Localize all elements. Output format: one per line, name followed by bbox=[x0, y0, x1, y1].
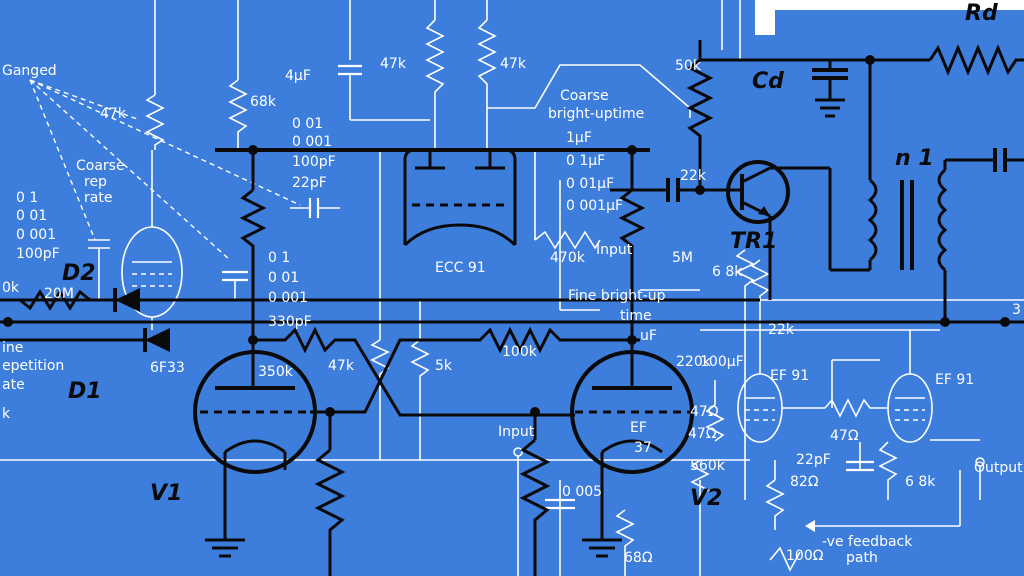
label-cap-0001uf: 0 001μF bbox=[566, 198, 623, 214]
label-r47-a: 47Ω bbox=[690, 404, 719, 420]
label-cap-01uf: 0 1μF bbox=[566, 153, 605, 169]
label-k-left: k bbox=[2, 406, 11, 422]
label-caps-d: 22pF bbox=[292, 175, 327, 191]
label-c22pf: 22pF bbox=[796, 452, 831, 468]
label-ate: ate bbox=[2, 377, 25, 393]
label-tr1: TR1 bbox=[730, 229, 777, 254]
label-epetition: epetition bbox=[2, 358, 64, 374]
label-path: path bbox=[846, 550, 878, 566]
label-r47-b: 47Ω bbox=[688, 426, 717, 442]
label-d1: D1 bbox=[68, 379, 102, 404]
label-input-bottom: Input bbox=[498, 424, 535, 440]
label-r22k-top: 22k bbox=[680, 168, 707, 184]
label-r220k: 220k bbox=[676, 354, 712, 370]
label-cap-1uf: 1μF bbox=[566, 130, 592, 146]
label-d2: D2 bbox=[62, 261, 96, 286]
label-ef37-a: EF bbox=[630, 420, 647, 436]
label-rate: rate bbox=[84, 190, 112, 206]
label-rd: Rd bbox=[965, 1, 998, 26]
label-mid-cap-a: 0 1 bbox=[268, 250, 290, 266]
label-ine: ine bbox=[2, 340, 23, 356]
labels: Ganged 47k Coarse rep rate 0 1 0 01 0 00… bbox=[2, 1, 1023, 566]
label-time: time bbox=[620, 308, 652, 324]
label-r68: 68Ω bbox=[624, 550, 653, 566]
white-corner-panel-b bbox=[755, 0, 775, 35]
label-coarse-bright: Coarse bbox=[560, 88, 609, 104]
label-v2: V2 bbox=[690, 486, 722, 511]
label-r20m: 20M bbox=[44, 286, 74, 302]
label-ecc91: ECC 91 bbox=[435, 260, 486, 276]
label-ganged: Ganged bbox=[2, 63, 57, 79]
label-r5k: 5k bbox=[435, 358, 453, 374]
white-corner-panel bbox=[755, 0, 1024, 10]
label-r100k: 100k bbox=[502, 344, 538, 360]
label-mid-cap-b: 0 01 bbox=[268, 270, 299, 286]
label-cap-001uf: 0 01μF bbox=[566, 176, 614, 192]
label-r350k: 350k bbox=[258, 364, 294, 380]
label-caps-b: 0 001 bbox=[292, 134, 332, 150]
label-c100uf: 100μF bbox=[700, 354, 744, 370]
label-ve-feedback: -ve feedback bbox=[822, 534, 913, 550]
label-fine-bright: Fine bright-up bbox=[568, 288, 666, 304]
dark-wiring bbox=[0, 40, 1024, 576]
label-mid-cap-d: 330pF bbox=[268, 314, 312, 330]
label-bright-uptime: bright-uptime bbox=[548, 106, 644, 122]
label-n1: n 1 bbox=[895, 146, 934, 171]
label-c0005: 0 005 bbox=[562, 484, 602, 500]
label-left-cap-d: 100pF bbox=[16, 246, 60, 262]
label-r3: 3 bbox=[1012, 302, 1021, 318]
label-left-cap-a: 0 1 bbox=[16, 190, 38, 206]
label-r22k-right: 22k bbox=[768, 322, 795, 338]
label-ef91-a: EF 91 bbox=[770, 368, 809, 384]
label-caps-c: 100pF bbox=[292, 154, 336, 170]
label-r560k: 560k bbox=[690, 458, 726, 474]
label-caps-a: 0 01 bbox=[292, 116, 323, 132]
label-r470k: 470k bbox=[550, 250, 586, 266]
label-ef37-b: 37 bbox=[634, 440, 652, 456]
label-r5m: 5M bbox=[672, 250, 693, 266]
label-v1: V1 bbox=[150, 481, 182, 506]
label-mid-cap-c: 0 001 bbox=[268, 290, 308, 306]
label-output: Output bbox=[974, 460, 1023, 476]
label-r47k-d: 47k bbox=[328, 358, 355, 374]
label-ef91-b: EF 91 bbox=[935, 372, 974, 388]
label-input-top: Input bbox=[596, 242, 633, 258]
label-6f33: 6F33 bbox=[150, 360, 185, 376]
label-rep: rep bbox=[84, 174, 107, 190]
label-r100: 100Ω bbox=[786, 548, 824, 564]
label-r47k-a: 47k bbox=[100, 106, 127, 122]
label-r50k: 50k bbox=[675, 58, 702, 74]
label-cd: Cd bbox=[752, 69, 784, 94]
label-r82: 82Ω bbox=[790, 474, 819, 490]
label-left-cap-b: 0 01 bbox=[16, 208, 47, 224]
label-uf: uF bbox=[640, 328, 657, 344]
label-r47k-c: 47k bbox=[500, 56, 527, 72]
label-r0k: 0k bbox=[2, 280, 20, 296]
label-left-cap-c: 0 001 bbox=[16, 227, 56, 243]
label-r6-8k-b: 6 8k bbox=[905, 474, 936, 490]
label-c4uf: 4μF bbox=[285, 68, 311, 84]
label-r47-c: 47Ω bbox=[830, 428, 859, 444]
label-coarse-rep: Coarse bbox=[76, 158, 125, 174]
label-r68k: 68k bbox=[250, 94, 277, 110]
label-r6-8k: 6 8k bbox=[712, 264, 743, 280]
label-r47k-b: 47k bbox=[380, 56, 407, 72]
